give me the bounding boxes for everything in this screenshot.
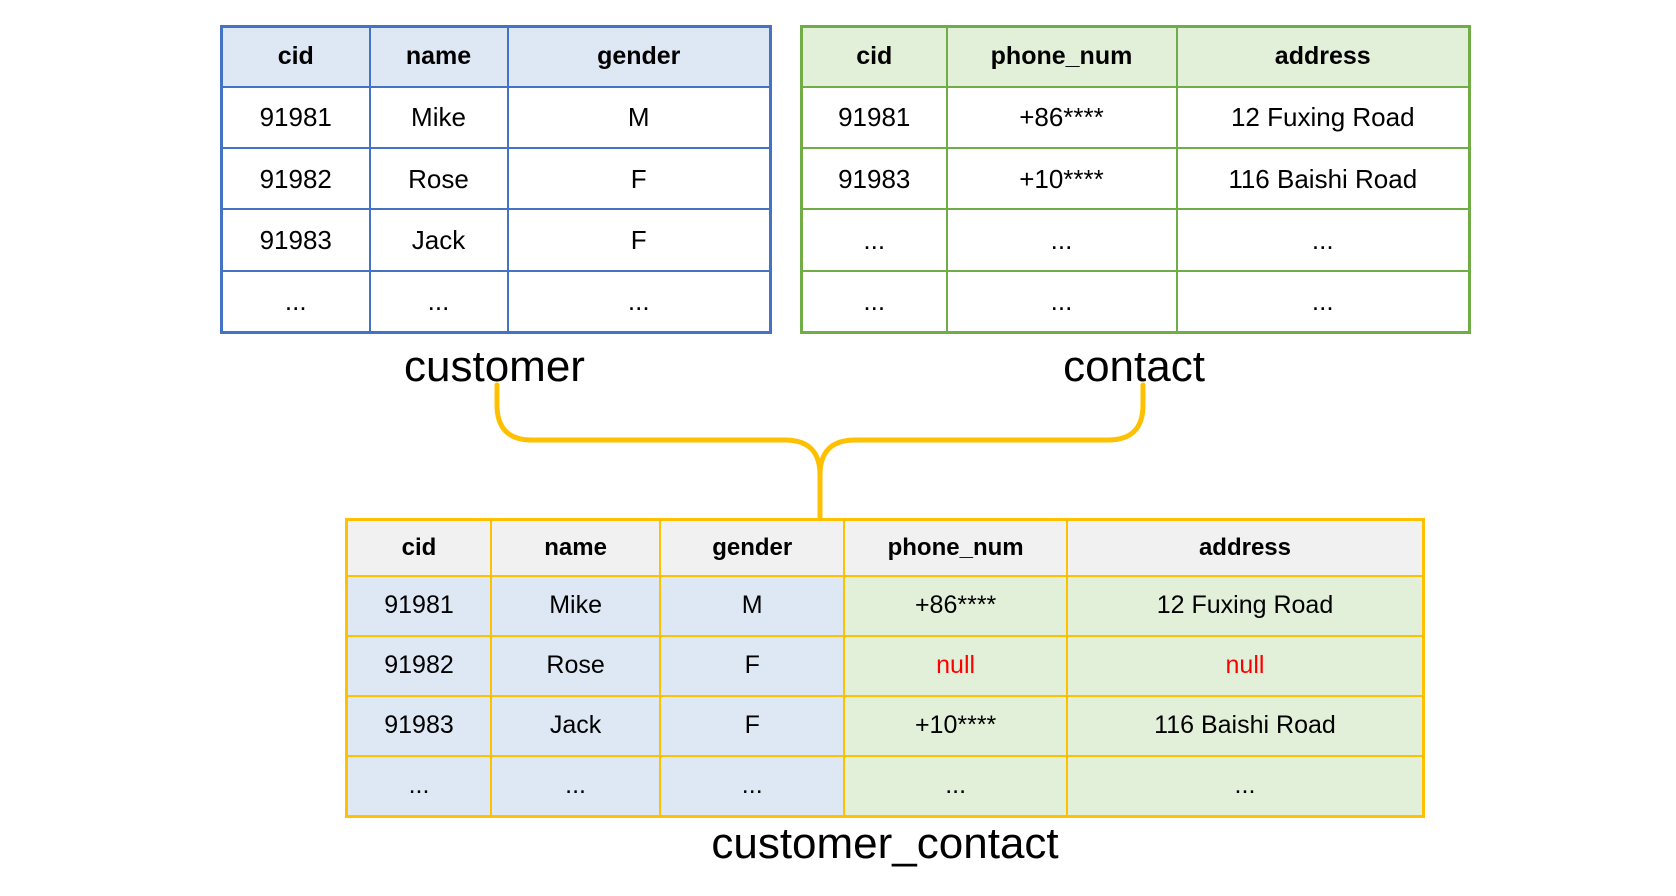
cell-phone-num: ... (945, 269, 1178, 334)
cell-cid: 91982 (220, 147, 371, 211)
cell-address: ... (1175, 208, 1471, 272)
cell-phone-num: ... (843, 755, 1068, 818)
cell-cid: 91981 (345, 575, 493, 637)
cell-phone-num: +86**** (945, 85, 1178, 150)
cell-phone-num: +10**** (945, 147, 1178, 211)
cell-cid: ... (220, 269, 371, 334)
cell-gender: ... (659, 755, 846, 818)
cell-cid: ... (800, 269, 948, 334)
cell-gender: M (506, 85, 772, 150)
table-row: 91983 Jack F (220, 208, 772, 272)
cell-address-null: null (1065, 635, 1425, 697)
cell-cid: ... (345, 755, 493, 818)
cell-cid: 91981 (800, 85, 948, 150)
cell-cid: ... (800, 208, 948, 272)
table-row-ellipsis: ... ... ... ... ... (345, 755, 1425, 818)
table-row: 91982 Rose F (220, 147, 772, 211)
column-header-address: address (1065, 518, 1425, 577)
table-row: 91981 Mike M +86**** 12 Fuxing Road (345, 575, 1425, 637)
table-row: 91982 Rose F null null (345, 635, 1425, 697)
customer-table-caption: customer (404, 342, 585, 391)
column-header-phone-num: phone_num (843, 518, 1068, 577)
cell-cid: 91983 (345, 695, 493, 757)
column-header-gender: gender (659, 518, 846, 577)
customer-contact-table: cid name gender phone_num address 91981 … (345, 518, 1425, 818)
column-header-name: name (368, 25, 509, 88)
cell-gender: ... (506, 269, 772, 334)
cell-name: Mike (490, 575, 662, 637)
customer-contact-table-caption: customer_contact (711, 819, 1059, 868)
cell-phone-num: +10**** (843, 695, 1068, 757)
cell-name: Mike (368, 85, 509, 150)
brace-connector-icon (494, 382, 1146, 523)
column-header-phone-num: phone_num (945, 25, 1178, 88)
table-header-row: cid name gender phone_num address (345, 518, 1425, 577)
cell-cid: 91983 (800, 147, 948, 211)
column-header-cid: cid (345, 518, 493, 577)
table-row-ellipsis: ... ... ... (800, 208, 1471, 272)
column-header-name: name (490, 518, 662, 577)
cell-name: Rose (490, 635, 662, 697)
cell-name: ... (490, 755, 662, 818)
table-row-ellipsis: ... ... ... (220, 269, 772, 334)
customer-table: cid name gender 91981 Mike M 91982 Rose … (220, 25, 772, 334)
contact-table: cid phone_num address 91981 +86**** 12 F… (800, 25, 1471, 334)
table-header-row: cid name gender (220, 25, 772, 88)
cell-address: 12 Fuxing Road (1175, 85, 1471, 150)
column-header-gender: gender (506, 25, 772, 88)
table-row: 91983 Jack F +10**** 116 Baishi Road (345, 695, 1425, 757)
column-header-cid: cid (220, 25, 371, 88)
cell-name: Jack (490, 695, 662, 757)
table-row-ellipsis: ... ... ... (800, 269, 1471, 334)
cell-gender: F (659, 695, 846, 757)
cell-phone-num-null: null (843, 635, 1068, 697)
table-header-row: cid phone_num address (800, 25, 1471, 88)
cell-name: Jack (368, 208, 509, 272)
table-row: 91981 Mike M (220, 85, 772, 150)
cell-gender: F (506, 208, 772, 272)
column-header-address: address (1175, 25, 1471, 88)
cell-gender: F (506, 147, 772, 211)
cell-address: ... (1065, 755, 1425, 818)
cell-address: ... (1175, 269, 1471, 334)
cell-name: Rose (368, 147, 509, 211)
cell-cid: 91983 (220, 208, 371, 272)
cell-cid: 91981 (220, 85, 371, 150)
contact-table-caption: contact (1063, 342, 1205, 391)
table-row: 91983 +10**** 116 Baishi Road (800, 147, 1471, 211)
cell-address: 12 Fuxing Road (1065, 575, 1425, 637)
cell-phone-num: +86**** (843, 575, 1068, 637)
cell-cid: 91982 (345, 635, 493, 697)
cell-name: ... (368, 269, 509, 334)
table-row: 91981 +86**** 12 Fuxing Road (800, 85, 1471, 150)
cell-gender: M (659, 575, 846, 637)
column-header-cid: cid (800, 25, 948, 88)
cell-address: 116 Baishi Road (1175, 147, 1471, 211)
cell-address: 116 Baishi Road (1065, 695, 1425, 757)
cell-phone-num: ... (945, 208, 1178, 272)
cell-gender: F (659, 635, 846, 697)
